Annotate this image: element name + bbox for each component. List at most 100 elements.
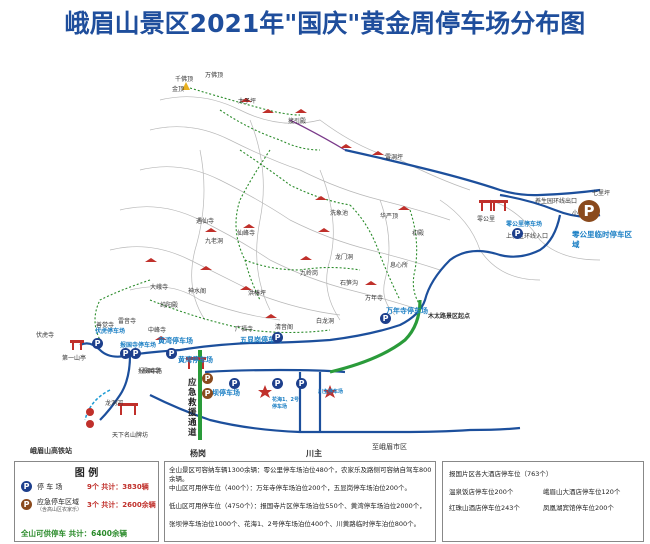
temple-icons bbox=[145, 98, 410, 340]
hotel-item: 红珠山酒店停车位243个 bbox=[449, 504, 520, 512]
map: 千佛顶 万佛顶 金顶 太子坪 接引殿 雷洞坪 洗象池 华严顶 息心所 初殿 仙峰… bbox=[0, 48, 650, 458]
label-hongchunping: 洪椿坪 bbox=[248, 290, 267, 297]
parking-icon: P bbox=[92, 338, 103, 349]
label-chudian: 初殿 bbox=[412, 230, 425, 237]
legend-total: 全山可供停车 共计：6400余辆 bbox=[21, 529, 127, 538]
label-shisungou: 石笋沟 bbox=[340, 280, 359, 287]
label-linggongli-temp: 零公里临时停车区域 bbox=[572, 230, 632, 249]
label-yanggang: 杨岗 bbox=[190, 449, 206, 458]
label-zhangjiao-lot: 张坝停车场 bbox=[205, 389, 240, 397]
parking-icon: P bbox=[120, 348, 131, 359]
label-jieyindian: 接引殿 bbox=[288, 118, 307, 125]
parking-icon: P bbox=[272, 332, 283, 343]
page-title: 峨眉山景区2021年"国庆"黄金周停车场分布图 bbox=[64, 9, 586, 38]
label-huayanding: 华严顶 bbox=[380, 213, 399, 220]
label-leidongping: 雷洞坪 bbox=[385, 154, 404, 161]
label-guangfusi: 广福寺 bbox=[235, 326, 254, 333]
emergency-parking-icon: P bbox=[21, 499, 32, 510]
label-chuanzhu-lot: 川主停车场 bbox=[318, 389, 344, 395]
label-chunyangdian: 纯阳殿 bbox=[160, 302, 179, 309]
legend-parking-label: 停 车 场 bbox=[37, 483, 63, 491]
legend-emergency-label: 应急停车区域 bbox=[37, 498, 79, 506]
label-jinding: 金顶 bbox=[172, 86, 185, 93]
emergency-parking-icon: P bbox=[202, 373, 213, 384]
label-chuanzhu: 川主 bbox=[306, 449, 322, 458]
label-baoguosi-road: 报国寺路 bbox=[138, 368, 163, 375]
parking-icon: P bbox=[296, 378, 307, 389]
parking-icon: P bbox=[512, 228, 523, 239]
parking-icon: P bbox=[380, 313, 391, 324]
label-to-city: 至峨眉市区 bbox=[372, 443, 407, 451]
label-taiziping: 太子坪 bbox=[238, 98, 257, 105]
label-wanniansi: 万年寺 bbox=[365, 295, 384, 302]
label-leiyinsi: 雷音寺 bbox=[118, 318, 137, 325]
hotel-item: 温泉饭店停车位200个 bbox=[449, 488, 514, 496]
label-longdonghe: 龙洞河 bbox=[105, 400, 124, 407]
label-xianfengsi: 仙峰寺 bbox=[237, 230, 256, 237]
cable-car-line bbox=[289, 119, 346, 151]
label-huangwan-lot: 黄湾停车场 bbox=[178, 356, 213, 364]
capacity-info: 全山景区可容纳车辆1300余辆：零公里停车场泊位480个，农家乐及路侧可容纳自驾… bbox=[164, 461, 436, 542]
green-road bbox=[329, 299, 422, 374]
label-shenshuige: 神水阁 bbox=[188, 288, 207, 295]
info-line-4: 张坝停车场泊位1000个、花海1、2号停车场泊位400个、川黄路临时停车泊位80… bbox=[169, 520, 421, 528]
label-wuxian-lot: 五显岗停车场 bbox=[240, 336, 282, 344]
label-shangxinqu-entrance: 上新区环线入口 bbox=[506, 233, 549, 240]
info-line-2: 中山区可用停车位（400个）：万年寺停车场泊位200个，五显岗停车场泊位200个… bbox=[169, 484, 411, 492]
label-yuxiansi: 遇仙寺 bbox=[196, 218, 215, 225]
parking-icon: P bbox=[21, 481, 32, 492]
parking-icon: P bbox=[130, 348, 141, 359]
emergency-parking-icon: P bbox=[202, 388, 213, 399]
hotel-item: 峨眉山大酒店停车位120个 bbox=[543, 488, 621, 496]
label-huangwan-north: 黄湾停车场 bbox=[158, 337, 193, 345]
label-wannian-lot: 万年寺停车场 bbox=[386, 307, 428, 315]
label-baoguosi: 报国寺 bbox=[142, 368, 161, 375]
label-baoguo-lot: 报国寺停车场 bbox=[120, 342, 157, 349]
hotel-item: 凤凰湖宾馆停车位200个 bbox=[543, 504, 614, 512]
label-qingyinge: 清音阁 bbox=[275, 324, 294, 331]
star-icons bbox=[258, 385, 337, 398]
label-zhongfengsi: 中峰寺 bbox=[148, 327, 167, 334]
legend-parking-count: 9个 共计：3830辆 bbox=[87, 483, 149, 491]
terrain-contours bbox=[109, 96, 601, 321]
label-linggongli-lot: 零公里停车场 bbox=[506, 221, 543, 228]
parking-icon: P bbox=[166, 348, 177, 359]
label-bailongdong: 白龙洞 bbox=[316, 318, 335, 325]
label-tianxiamingshan: 天下名山牌坊 bbox=[112, 432, 149, 439]
map-drawing bbox=[70, 82, 601, 440]
rail-line bbox=[84, 389, 111, 421]
hotel-title: 报国片区各大酒店停车位（763个） bbox=[449, 470, 553, 478]
label-qianfoding: 千佛顶 bbox=[175, 76, 194, 83]
label-shanjuesi: 善觉寺 bbox=[96, 322, 115, 329]
parking-icon: P bbox=[229, 378, 240, 389]
emergency-parking-large-icon: P bbox=[578, 200, 600, 222]
label-fuhu-lot: 伏虎停车场 bbox=[95, 328, 126, 335]
label-xixiangchi: 洗象池 bbox=[330, 210, 349, 217]
label-daesi: 大峨寺 bbox=[150, 284, 169, 291]
label-emergency-lane: 应急救援通道 bbox=[188, 378, 197, 438]
label-jiulaodong: 九老洞 bbox=[205, 238, 224, 245]
info-line-3: 低山区可用停车位（4750个）：报国寺片区停车场泊位550个、黄湾停车场泊位20… bbox=[169, 502, 426, 510]
parking-icon: P bbox=[272, 378, 283, 389]
gate-icons bbox=[70, 200, 508, 428]
label-qiliping: 七里坪 bbox=[592, 190, 611, 197]
label-mutai-start: 木太路景区起点 bbox=[428, 313, 471, 320]
info-line-1: 全山景区可容纳车辆1300余辆：零公里停车场泊位480个，农家乐及路侧可容纳自驾… bbox=[169, 466, 432, 483]
main-roads bbox=[79, 148, 601, 434]
label-fuhusi: 伏虎寺 bbox=[36, 332, 55, 339]
hotel-parking-info: 报国片区各大酒店停车位（763个） 温泉饭店停车位200个 峨眉山大酒店停车位1… bbox=[442, 461, 644, 542]
label-xixinsuo: 息心所 bbox=[390, 262, 409, 269]
label-wanfoding: 万佛顶 bbox=[205, 72, 224, 79]
hiking-trails bbox=[94, 87, 421, 341]
legend: 图 例 P 停 车 场 9个 共计：3830辆 P 应急停车区域 （含高山区农家… bbox=[14, 461, 159, 542]
legend-emergency-count: 3个 共计：2600余辆 bbox=[87, 501, 156, 509]
label-linggongli: 零公里 bbox=[477, 216, 496, 223]
label-longmendong: 龙门洞 bbox=[335, 254, 354, 261]
summit-icon bbox=[182, 82, 190, 90]
legend-emergency-sub: （含高山区农家乐） bbox=[37, 507, 83, 513]
label-jiulinggang: 九岭岗 bbox=[300, 270, 319, 277]
label-huahai-lot: 花海1、2号停车场 bbox=[272, 397, 299, 410]
label-highspeed-rail: 峨眉山高铁站 bbox=[30, 447, 72, 455]
legend-title: 图 例 bbox=[74, 468, 99, 479]
label-yangshengyuan-exit: 养生园环线出口 bbox=[535, 198, 578, 205]
